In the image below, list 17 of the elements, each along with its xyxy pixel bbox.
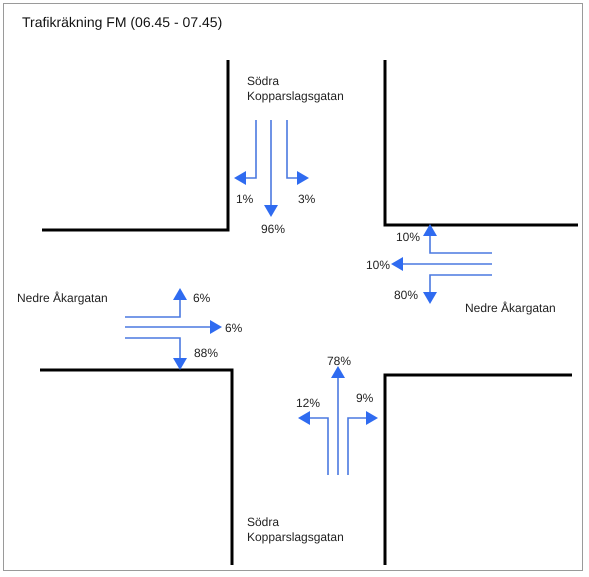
percentage-label: 10%	[396, 230, 420, 245]
percentage-label: 6%	[193, 291, 210, 306]
percentage-label: 9%	[356, 391, 374, 406]
percentage-label: 12%	[296, 396, 320, 411]
street-name: Södra Kopparslagsgatan	[247, 74, 345, 104]
percentage-label: 88%	[194, 346, 218, 361]
percentage-label: 3%	[298, 192, 316, 207]
diagram-title: Trafikräkning FM (06.45 - 07.45)	[22, 14, 222, 30]
percentage-label: 6%	[225, 321, 242, 336]
street-name: Södra Kopparslagsgatan	[247, 515, 345, 545]
street-name: Nedre Åkargatan	[17, 291, 108, 306]
percentage-label: 1%	[236, 192, 254, 207]
percentage-label: 78%	[327, 354, 352, 369]
percentage-label: 96%	[261, 222, 286, 237]
percentage-label: 10%	[366, 258, 390, 273]
percentage-label: 80%	[394, 288, 418, 303]
street-name: Nedre Åkargatan	[465, 301, 556, 316]
